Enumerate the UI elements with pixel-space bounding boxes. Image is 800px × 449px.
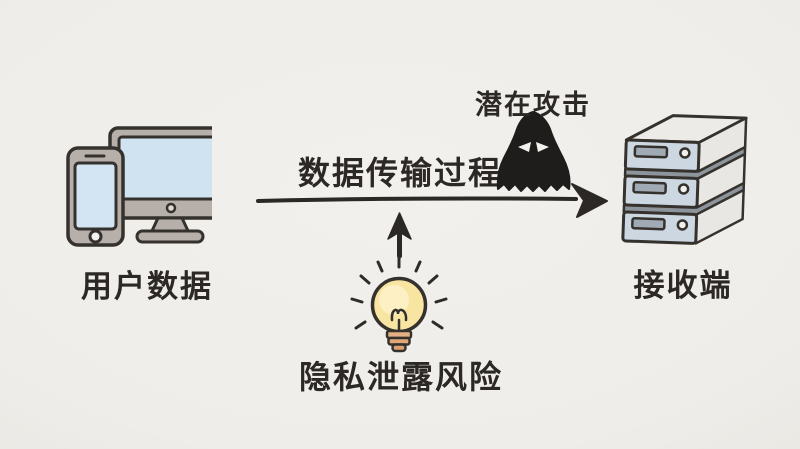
- label-user-data: 用户数据: [81, 269, 213, 304]
- monitor-icon: [108, 126, 212, 244]
- monitor-screen: [117, 135, 212, 201]
- arrowhead-up: [387, 212, 412, 240]
- risk-arrow-up-icon: [387, 212, 412, 259]
- server-slot: [633, 145, 669, 159]
- arrowhead-right: [571, 183, 608, 218]
- server-led: [679, 147, 691, 159]
- phone-home-button: [88, 229, 103, 244]
- server-led: [677, 183, 690, 195]
- phone-icon: [66, 146, 125, 247]
- monitor-base: [135, 229, 205, 244]
- bulb-rays: [350, 255, 448, 330]
- server-slot: [632, 181, 667, 195]
- user-devices-icon: [66, 126, 212, 247]
- server-icon: [621, 114, 748, 245]
- bulb-filament: [390, 308, 408, 331]
- hacker-right-eye: [536, 142, 549, 152]
- label-receiver: 接收端: [633, 268, 733, 303]
- bulb-highlight: [379, 285, 409, 315]
- transmission-arrow-icon: [256, 183, 608, 218]
- server-led: [676, 219, 689, 231]
- label-transmission: 数据传输过程: [297, 155, 503, 191]
- monitor-button: [165, 202, 177, 214]
- lightbulb-icon: [350, 255, 448, 353]
- label-risk: 隐私泄露风险: [298, 359, 504, 395]
- hacker-left-eye: [518, 142, 531, 152]
- phone-screen: [73, 161, 118, 231]
- hacker-icon: [496, 111, 571, 192]
- bulb-base: [385, 329, 413, 353]
- label-attack: 潜在攻击: [475, 90, 591, 120]
- server-slot: [631, 217, 666, 231]
